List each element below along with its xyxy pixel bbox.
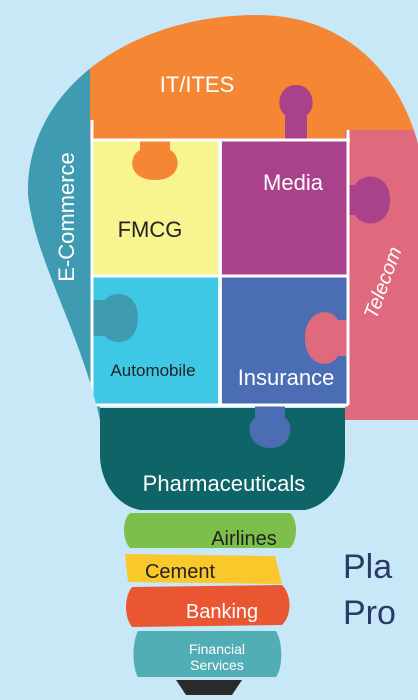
separators xyxy=(90,120,350,410)
fmcg-label: FMCG xyxy=(118,217,183,242)
financial-services-label-line2: Services xyxy=(190,657,244,673)
banking-label: Banking xyxy=(186,601,258,623)
ecommerce-piece xyxy=(27,15,100,420)
puzzle-knob xyxy=(132,140,178,180)
cement-band xyxy=(125,554,282,584)
pharmaceuticals-label: Pharmaceuticals xyxy=(143,471,306,496)
financial-services-band xyxy=(133,631,282,677)
financial-services-label-line1: Financial xyxy=(189,641,245,657)
puzzle-knob xyxy=(249,408,291,448)
cement-label: Cement xyxy=(145,561,215,583)
side-text-line2: Pro xyxy=(343,594,396,632)
airlines-band xyxy=(124,513,296,548)
puzzle-knob xyxy=(345,176,390,224)
media-piece xyxy=(222,140,348,275)
puzzle-knob xyxy=(92,293,138,343)
media-label: Media xyxy=(263,170,324,195)
ecommerce-label: E-Commerce xyxy=(54,152,79,282)
banking-band xyxy=(126,585,290,627)
puzzle-knob xyxy=(305,312,348,364)
it-ites-piece xyxy=(90,15,418,140)
airlines-label: Airlines xyxy=(211,528,277,550)
automobile-label: Automobile xyxy=(110,361,195,380)
bulb-tip xyxy=(176,680,242,695)
telecom-piece xyxy=(345,130,418,420)
insurance-label: Insurance xyxy=(238,365,335,390)
puzzle-knob xyxy=(279,85,313,140)
it-ites-label: IT/ITES xyxy=(160,72,235,97)
side-text-line1: Pla xyxy=(343,548,392,586)
